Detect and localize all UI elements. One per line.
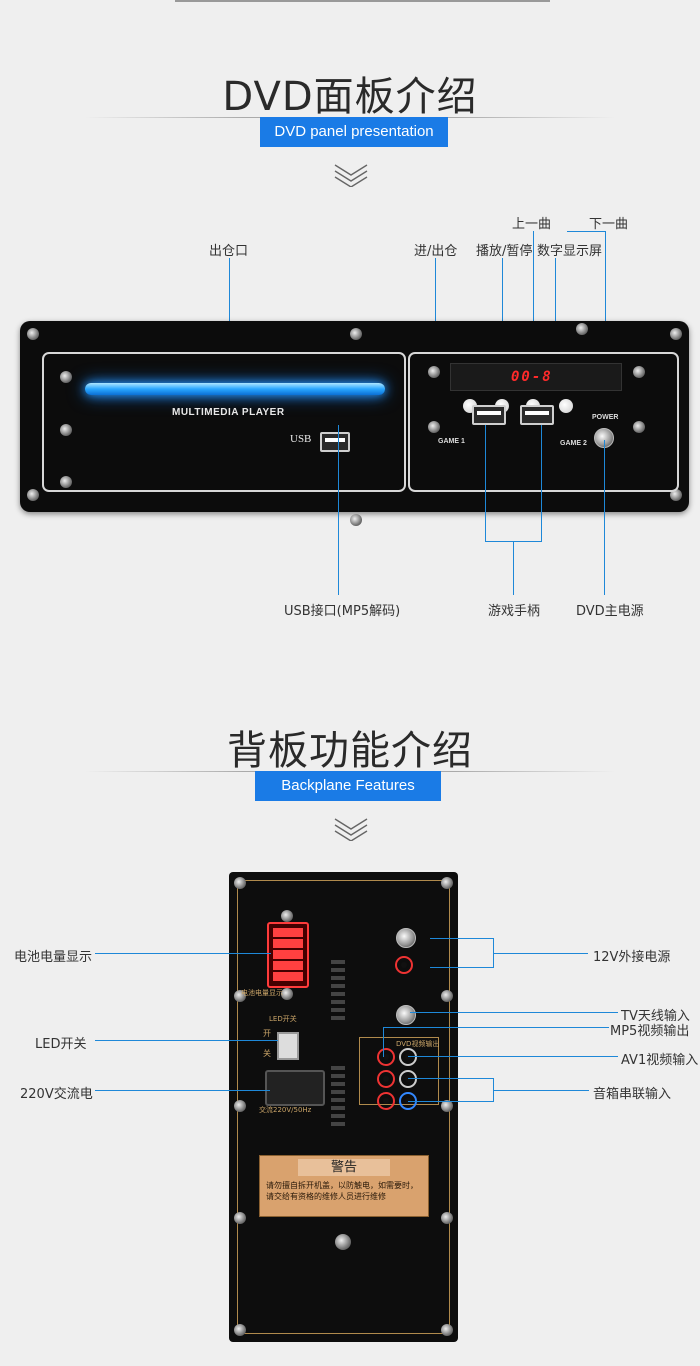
switch-off-text: 关 xyxy=(263,1049,271,1058)
power-text: POWER xyxy=(592,414,619,421)
warning-label: 警告 请勿擅自拆开机盖，以防触电，如需要时，请交给有资格的维修人员进行维修 xyxy=(259,1155,429,1217)
label-led-switch: LED开关 xyxy=(35,1037,87,1052)
label-battery: 电池电量显示 xyxy=(14,950,93,965)
section-title-dvd: DVD面板介绍 xyxy=(222,74,478,120)
label-play-pause: 播放/暂停 xyxy=(476,244,533,259)
game2-text: GAME 2 xyxy=(560,440,587,447)
battery-indicator xyxy=(267,922,309,988)
warning-title: 警告 xyxy=(298,1159,390,1176)
chevron-down-icon xyxy=(334,818,368,841)
chevron-down-icon xyxy=(334,164,368,187)
label-tv: TV天线输入 xyxy=(621,1009,690,1024)
led-switch[interactable] xyxy=(277,1032,299,1060)
usb-text: USB xyxy=(290,433,312,445)
disc-bay xyxy=(42,328,406,526)
led-switch-title: LED开关 xyxy=(269,1015,297,1023)
game1-text: GAME 1 xyxy=(438,438,465,445)
battery-caption: 电池电量显示 xyxy=(241,989,283,997)
label-av1: AV1视频输入 xyxy=(621,1053,699,1068)
label-next: 下一曲 xyxy=(589,217,629,232)
label-display: 数字显示屏 xyxy=(537,244,603,259)
dc12-rca[interactable] xyxy=(395,956,413,974)
control-bay xyxy=(408,352,679,492)
back-panel: 电池电量显示 LED开关 开 关 交流220V/50Hz DVD视频输出 警告 … xyxy=(229,872,458,1342)
dvd-out-caption: DVD视频输出 xyxy=(396,1040,440,1048)
label-dc12: 12V外接电源 xyxy=(593,950,671,965)
game1-port[interactable] xyxy=(472,405,506,425)
dvd-panel: MULTIMEDIA PLAYER USB 00-8 GAME 1 GAME 2… xyxy=(20,321,689,526)
section-badge-dvd: DVD panel presentation xyxy=(260,117,448,147)
cascade-in-r[interactable] xyxy=(377,1070,395,1088)
game2-port[interactable] xyxy=(520,405,554,425)
label-cascade: 音箱串联输入 xyxy=(593,1087,672,1102)
cascade-in-l[interactable] xyxy=(399,1070,417,1088)
digital-display: 00-8 xyxy=(450,363,622,391)
label-mp5: MP5视频输出 xyxy=(610,1024,690,1039)
label-usb: USB接口(MP5解码) xyxy=(284,604,401,619)
brand-text: MULTIMEDIA PLAYER xyxy=(172,407,285,418)
tv-antenna-jack[interactable] xyxy=(396,1005,416,1025)
mp5-video-out[interactable] xyxy=(377,1048,395,1066)
label-prev: 上一曲 xyxy=(512,217,552,232)
switch-on-text: 开 xyxy=(263,1029,271,1038)
ac-power-socket[interactable] xyxy=(265,1070,325,1106)
usb-port[interactable] xyxy=(320,432,350,452)
label-power: DVD主电源 xyxy=(576,604,644,619)
label-disc-slot: 出仓口 xyxy=(209,244,249,259)
display-digits: 00-8 xyxy=(511,369,553,385)
top-divider xyxy=(175,0,550,2)
cascade-out-r[interactable] xyxy=(377,1092,395,1110)
av1-video-in[interactable] xyxy=(399,1048,417,1066)
dc12-jack[interactable] xyxy=(396,928,416,948)
ac-caption: 交流220V/50Hz xyxy=(259,1106,312,1114)
label-gamepad: 游戏手柄 xyxy=(488,604,541,619)
warning-text: 请勿擅自拆开机盖，以防触电，如需要时，请交给有资格的维修人员进行维修 xyxy=(266,1181,418,1201)
section-title-back: 背板功能介绍 xyxy=(227,728,473,774)
disc-slot[interactable] xyxy=(85,383,385,395)
label-ac: 220V交流电 xyxy=(20,1087,93,1102)
section-badge-back: Backplane Features xyxy=(255,771,441,801)
label-eject: 进/出仓 xyxy=(414,244,458,259)
next-button[interactable] xyxy=(559,399,573,413)
